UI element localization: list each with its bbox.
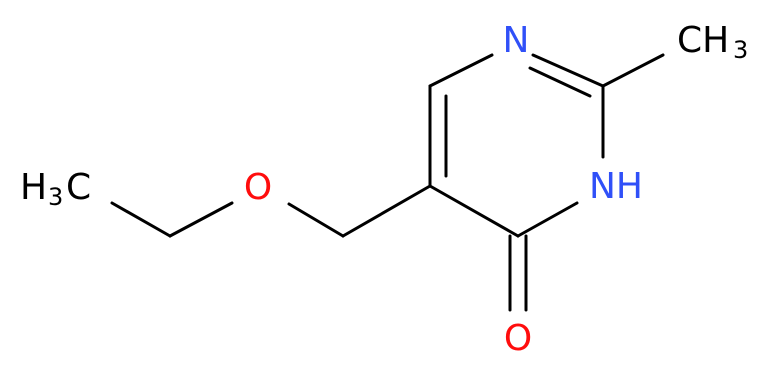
atom-ch3-left-symbol: H xyxy=(20,167,47,208)
atom-ch3-left-subscript-text: 3 xyxy=(48,183,63,211)
atom-n-ring: N xyxy=(503,20,530,61)
bond-ch2-o-ether xyxy=(287,202,345,238)
atom-ch3-left-subscript: 3 xyxy=(48,183,63,211)
bond-c2-methyl xyxy=(601,53,665,88)
atom-ch3-left: H xyxy=(20,167,47,208)
atom-nh: NH xyxy=(589,166,643,207)
atom-nh-symbol: NH xyxy=(589,166,643,207)
bond-n3-c4 xyxy=(516,201,579,238)
bond-c5-ch2 xyxy=(341,184,432,238)
atom-n-ring-symbol: N xyxy=(503,20,530,61)
bond-n1-c2-double xyxy=(528,66,592,98)
atom-ch3-left-carbon: C xyxy=(66,167,91,208)
bond-n1-c2 xyxy=(531,53,605,88)
atom-o-carbonyl: O xyxy=(504,318,532,359)
bond-o-ether-ch2 xyxy=(168,201,234,238)
atom-ch3-right-subscript: 3 xyxy=(733,36,748,64)
bond-c6-n1 xyxy=(428,53,494,88)
atom-ch3-right-subscript-text: 3 xyxy=(733,36,748,64)
atom-o-carbonyl-symbol: O xyxy=(504,318,532,359)
atom-ch3-left-carbon-text: C xyxy=(66,167,91,208)
atom-o-ether-symbol: O xyxy=(244,167,272,208)
atom-ch3-right: CH xyxy=(677,20,729,61)
atom-ch3-right-symbol: CH xyxy=(677,20,729,61)
bond-ch2-ch3 xyxy=(110,201,172,238)
bond-c4-c5 xyxy=(428,184,520,238)
atom-o-ether: O xyxy=(244,167,272,208)
